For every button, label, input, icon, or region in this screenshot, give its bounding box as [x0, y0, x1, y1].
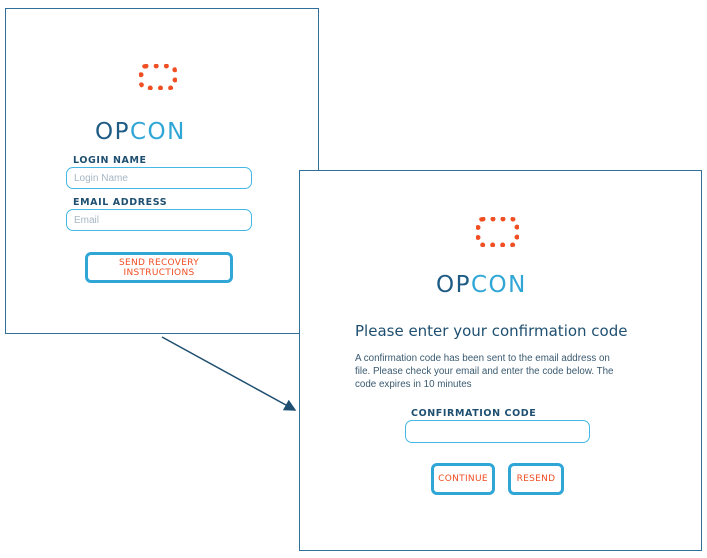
opcon-wordmark: OPCON: [95, 119, 186, 145]
opcon-wordmark: OPCON: [436, 272, 527, 298]
confirmation-code-input[interactable]: [405, 420, 590, 443]
confirmation-message: A confirmation code has been sent to the…: [355, 353, 614, 390]
opcon-logo-icon: [476, 217, 519, 247]
email-address-label: EMAIL ADDRESS: [73, 197, 168, 208]
send-recovery-instructions-button[interactable]: SEND RECOVERY INSTRUCTIONS: [85, 252, 233, 283]
recovery-panel: OPCON LOGIN NAME EMAIL ADDRESS SEND RECO…: [5, 8, 319, 334]
opcon-logo-icon: [139, 64, 177, 90]
login-name-label: LOGIN NAME: [73, 155, 147, 166]
confirmation-panel: OPCON Please enter your confirmation cod…: [299, 170, 702, 551]
confirmation-code-label: CONFIRMATION CODE: [411, 408, 537, 419]
resend-button[interactable]: RESEND: [508, 463, 564, 495]
confirmation-heading: Please enter your confirmation code: [355, 322, 628, 340]
login-name-input[interactable]: [66, 167, 252, 189]
continue-button[interactable]: CONTINUE: [431, 463, 495, 495]
email-input[interactable]: [66, 209, 252, 231]
